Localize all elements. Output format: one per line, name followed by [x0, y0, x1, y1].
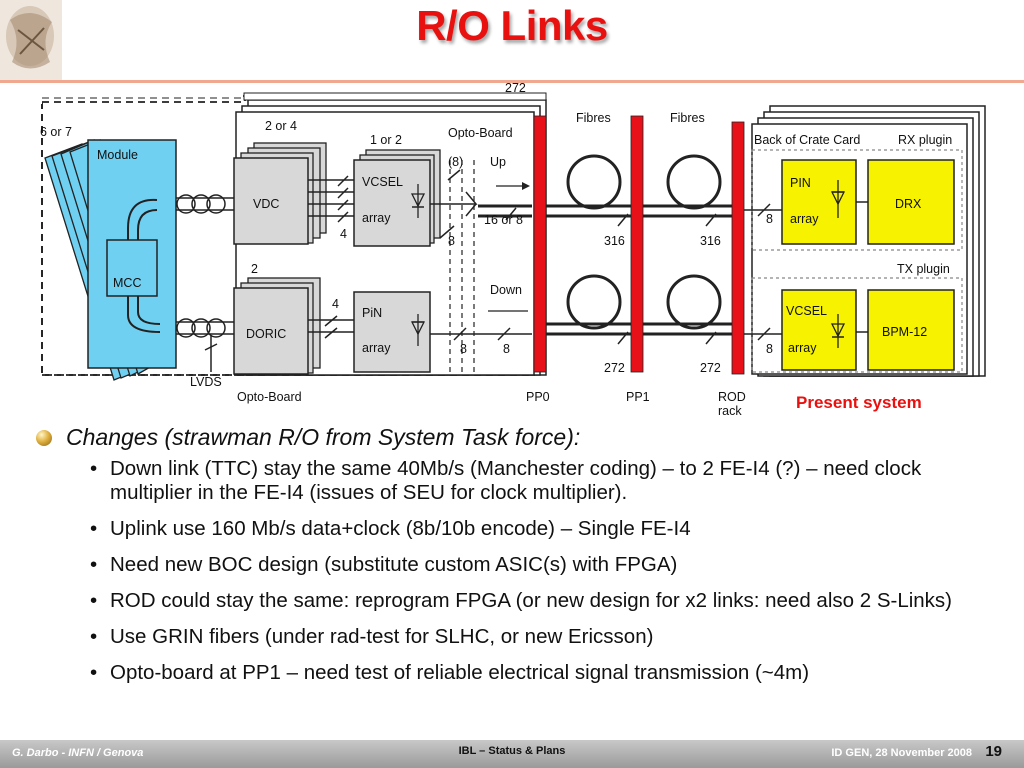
label-rx-plugin: RX plugin [898, 133, 952, 147]
bullet-heading: Changes (strawman R/O from System Task f… [36, 424, 1006, 451]
rod-rack-panel [731, 121, 745, 375]
label-drx: DRX [895, 197, 922, 211]
label-8-a: 8 [448, 234, 455, 248]
label-module: Module [97, 148, 138, 162]
footer-title: IBL – Status & Plans [458, 745, 566, 757]
pp1-panel [630, 115, 644, 373]
footer-author: G. Darbo - INFN / Genova [12, 747, 144, 759]
label-4-b: 4 [332, 297, 339, 311]
label-vcsel-tx-array: array [788, 341, 817, 355]
pin-array-rx [781, 159, 857, 245]
label-down: Down [490, 283, 522, 297]
label-8-b: 8 [460, 342, 467, 356]
label-316-b: 316 [700, 234, 721, 248]
bullet-content: Changes (strawman R/O from System Task f… [36, 424, 1006, 697]
label-pin-rx: PIN [790, 176, 811, 190]
label-pin-rx-array: array [790, 212, 819, 226]
label-doric: DORIC [246, 327, 286, 341]
label-pp0: PP0 [526, 390, 550, 404]
label-16-or-8: 16 or 8 [484, 213, 523, 227]
label-vcsel: VCSEL [362, 175, 403, 189]
ro-links-diagram: 272 6 or 7 2 or 4 1 or 2 Opto-Board Fibr… [36, 81, 986, 418]
list-item: ROD could stay the same: reprogram FPGA … [88, 589, 1006, 613]
sub-bullet-list: Down link (TTC) stay the same 40Mb/s (Ma… [36, 457, 1006, 685]
label-fibres-1: Fibres [576, 111, 611, 125]
footer-bar: G. Darbo - INFN / Genova IBL – Status & … [0, 740, 1024, 768]
label-8-paren: (8) [448, 155, 463, 169]
label-rod-rack: rack [718, 404, 742, 418]
title-underline [0, 80, 1024, 83]
drx-block [867, 159, 955, 245]
label-up: Up [490, 155, 506, 169]
label-pin: PiN [362, 306, 382, 320]
label-272-b: 272 [700, 361, 721, 375]
list-item: Opto-board at PP1 – need test of reliabl… [88, 661, 1006, 685]
label-272-top: 272 [505, 81, 526, 95]
label-fibres-2: Fibres [670, 111, 705, 125]
bullet-heading-text: Changes (strawman R/O from System Task f… [66, 424, 581, 450]
label-vcsel-tx: VCSEL [786, 304, 827, 318]
experiment-logo [0, 0, 62, 80]
label-8-c: 8 [503, 342, 510, 356]
label-vdc: VDC [253, 197, 279, 211]
label-pp1: PP1 [626, 390, 650, 404]
page-number: 19 [985, 743, 1002, 760]
label-2-or-4: 2 or 4 [265, 119, 297, 133]
label-2: 2 [251, 262, 258, 276]
label-vcsel-array: array [362, 211, 391, 225]
list-item: Need new BOC design (substitute custom A… [88, 553, 1006, 577]
label-6-or-7: 6 or 7 [40, 125, 72, 139]
list-item: Uplink use 160 Mb/s data+clock (8b/10b e… [88, 517, 1006, 541]
slide-title: R/O Links [416, 2, 608, 49]
label-opto-board-top: Opto-Board [448, 126, 513, 140]
label-4-a: 4 [340, 227, 347, 241]
label-lvds: LVDS [190, 375, 222, 389]
list-item: Down link (TTC) stay the same 40Mb/s (Ma… [88, 457, 1006, 505]
label-pin-array: array [362, 341, 391, 355]
label-mcc: MCC [113, 276, 141, 290]
label-1-or-2: 1 or 2 [370, 133, 402, 147]
list-item: Use GRIN fibers (under rad-test for SLHC… [88, 625, 1006, 649]
module-stack [44, 139, 177, 381]
pp0-panel [533, 115, 547, 373]
present-system-label: Present system [796, 393, 922, 412]
label-opto-board-bottom: Opto-Board [237, 390, 302, 404]
label-316-a: 316 [604, 234, 625, 248]
vcsel-array-tx [781, 289, 857, 371]
label-8-d: 8 [766, 212, 773, 226]
bpm-12-block [867, 289, 955, 371]
label-bpm-12: BPM-12 [882, 325, 927, 339]
label-back-of-crate: Back of Crate Card [754, 133, 860, 147]
label-tx-plugin: TX plugin [897, 262, 950, 276]
label-272-a: 272 [604, 361, 625, 375]
label-8-e: 8 [766, 342, 773, 356]
footer-date: ID GEN, 28 November 2008 [831, 747, 972, 759]
label-rod: ROD [718, 390, 746, 404]
bullet-orb-icon [36, 430, 52, 446]
